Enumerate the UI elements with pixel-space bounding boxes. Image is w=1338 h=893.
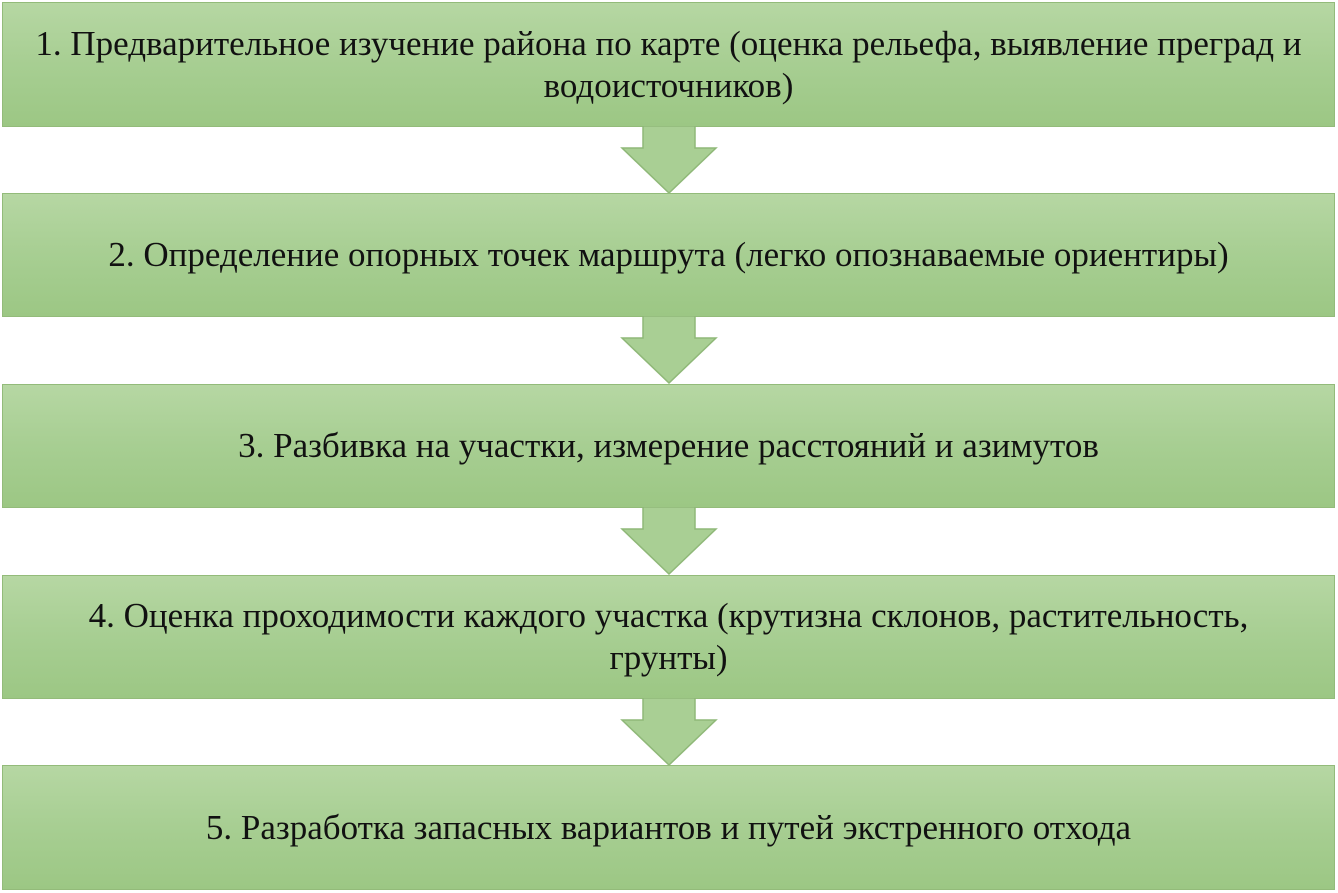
step-2-box: 2. Определение опорных точек маршрута (л… xyxy=(2,193,1335,317)
down-arrow-icon xyxy=(620,316,718,384)
step-4-text: 4. Оценка проходимости каждого участка (… xyxy=(88,596,1249,677)
step-5-box: 5. Разработка запасных вариантов и путей… xyxy=(2,765,1335,890)
step-1-box: 1. Предварительное изучение района по ка… xyxy=(2,2,1335,127)
step-3-box: 3. Разбивка на участки, измерение рассто… xyxy=(2,384,1335,508)
down-arrow-icon xyxy=(620,126,718,194)
step-5-text: 5. Разработка запасных вариантов и путей… xyxy=(205,807,1132,847)
step-4-box: 4. Оценка проходимости каждого участка (… xyxy=(2,575,1335,699)
step-1-text: 1. Предварительное изучение района по ка… xyxy=(35,23,1302,105)
step-3-text: 3. Разбивка на участки, измерение рассто… xyxy=(238,426,1099,465)
down-arrow-icon xyxy=(620,507,718,575)
step-2-text: 2. Определение опорных точек маршрута (л… xyxy=(108,235,1229,274)
down-arrow-icon xyxy=(620,698,718,766)
